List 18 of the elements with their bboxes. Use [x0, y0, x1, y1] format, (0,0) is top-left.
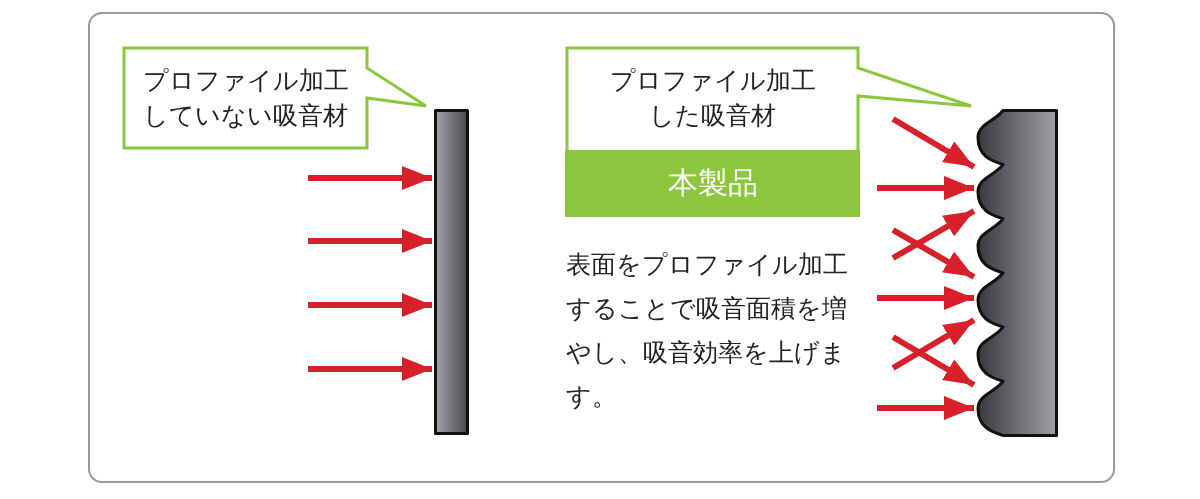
arrow: [308, 293, 432, 317]
arrow: [877, 396, 974, 420]
product-band: 本製品: [565, 150, 860, 217]
arrow: [877, 176, 974, 200]
callout-text: プロファイル加工した吸音材: [608, 65, 817, 132]
arrow: [308, 166, 432, 190]
arrow: [891, 227, 976, 280]
arrow: [891, 116, 976, 170]
arrow: [308, 229, 432, 253]
callout-text: プロファイル加工していない吸音材: [141, 65, 350, 132]
arrow: [891, 208, 976, 261]
arrow: [877, 286, 974, 310]
arrow: [308, 357, 432, 381]
speech-bubble: [122, 46, 428, 150]
arrow: [891, 317, 976, 371]
speech-bubble: [565, 46, 973, 217]
description-text: 表面をプロファイル加工することで吸音面積を増やし、吸音効率を上げます。: [566, 249, 848, 413]
arrow: [891, 334, 976, 388]
